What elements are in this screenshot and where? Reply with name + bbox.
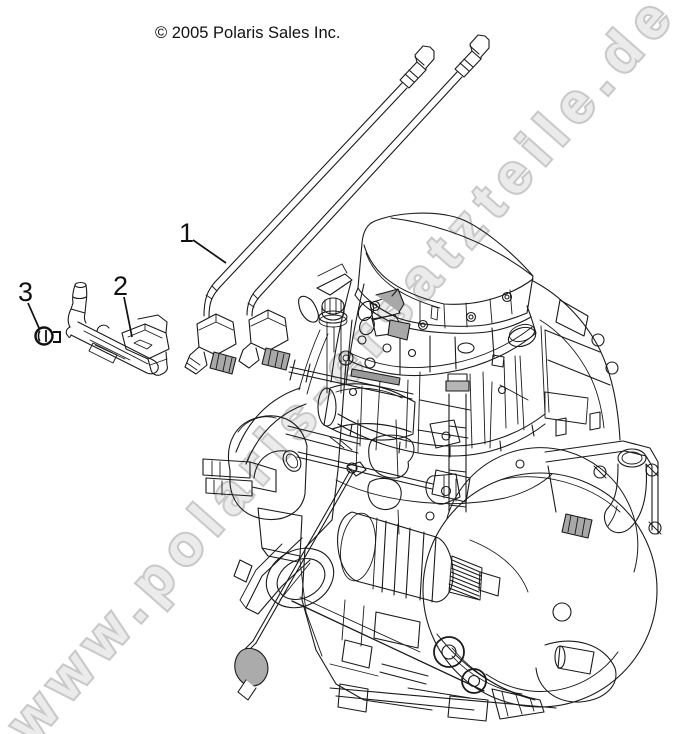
svg-text:3: 3	[18, 277, 33, 307]
svg-text:2: 2	[113, 271, 128, 301]
svg-text:1: 1	[179, 218, 194, 248]
svg-text:© 2005 Polaris Sales Inc.: © 2005 Polaris Sales Inc.	[155, 24, 341, 42]
